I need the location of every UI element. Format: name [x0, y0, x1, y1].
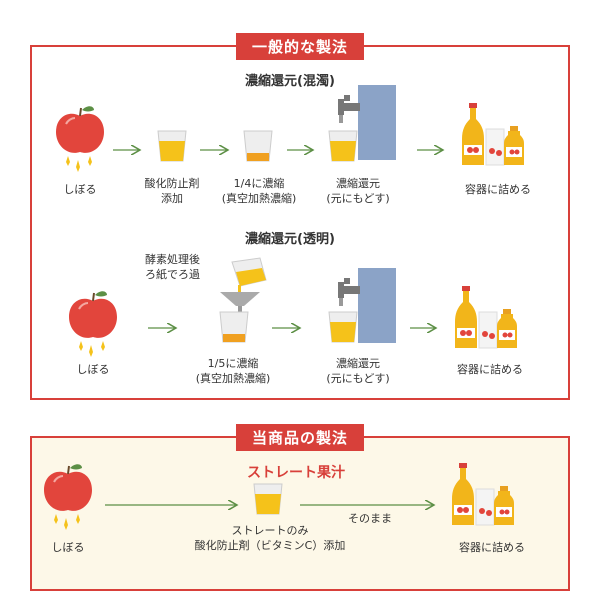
concentrate-label: 1/5に濃縮 [207, 357, 259, 370]
antioxidant-label: 酸化防止剤 [144, 177, 200, 190]
squeeze-label: しぼる [76, 363, 110, 376]
concentrate-cup-icon [219, 311, 249, 343]
cloudy-heading: 濃縮還元(混濁) [245, 74, 335, 89]
juice-cup-icon [157, 130, 187, 162]
fill-label: 容器に詰める [459, 541, 525, 554]
bottles-icon [451, 462, 515, 526]
step-label: 濃縮還元 (元にもどす) [318, 356, 398, 386]
straight-only-label: ストレートのみ [231, 524, 309, 537]
squeeze-label: しぼる [51, 541, 85, 554]
step-label: 1/4に濃縮 (真空加熱濃縮) [214, 176, 304, 206]
enzyme-label: 酵素処理後 ろ紙でろ過 [145, 252, 220, 282]
juice-cup-icon [328, 130, 358, 162]
straight-juice-heading: ストレート果汁 [247, 465, 345, 481]
bottles-icon [454, 285, 518, 349]
section-title-our-product: 当商品の製法 [235, 424, 365, 451]
step-label: 濃縮還元 (元にもどす) [318, 176, 398, 206]
reconstitute-label: 濃縮還元 [336, 357, 380, 370]
vitamin-c-label: 酸化防止剤（ビタミンC）添加 [194, 539, 346, 552]
step-label: 1/5に濃縮 (真空加熱濃縮) [188, 356, 278, 386]
apple-icon [68, 290, 118, 358]
apple-icon [43, 463, 93, 531]
fill-label: 容器に詰める [465, 183, 531, 196]
concentrate-label: 1/4に濃縮 [233, 177, 285, 190]
section-title-conventional: 一般的な製法 [235, 33, 365, 60]
step-label: 酸化防止剤 添加 [137, 176, 207, 206]
squeeze-label: しぼる [63, 183, 97, 196]
add-label: 添加 [161, 192, 183, 205]
juice-cup-icon [253, 483, 283, 515]
fill-label: 容器に詰める [457, 363, 523, 376]
clear-heading: 濃縮還元(透明) [245, 232, 335, 247]
reconstitute-label: 濃縮還元 [336, 177, 380, 190]
juice-cup-icon [328, 311, 358, 343]
apple-icon [55, 105, 105, 173]
bottles-icon [461, 102, 525, 166]
vacuum-label: (真空加熱濃縮) [221, 192, 297, 205]
as-is-label: そのまま [348, 512, 392, 525]
enzyme-line1: 酵素処理後 [145, 253, 200, 266]
concentrate-cup-icon [243, 130, 273, 162]
step-label: ストレートのみ 酸化防止剤（ビタミンC）添加 [185, 523, 355, 553]
enzyme-line2: ろ紙でろ過 [145, 268, 200, 281]
restore-label: (元にもどす) [326, 192, 390, 205]
filter-funnel-icon [220, 257, 267, 316]
vacuum-label: (真空加熱濃縮) [195, 372, 271, 385]
restore-label: (元にもどす) [326, 372, 390, 385]
